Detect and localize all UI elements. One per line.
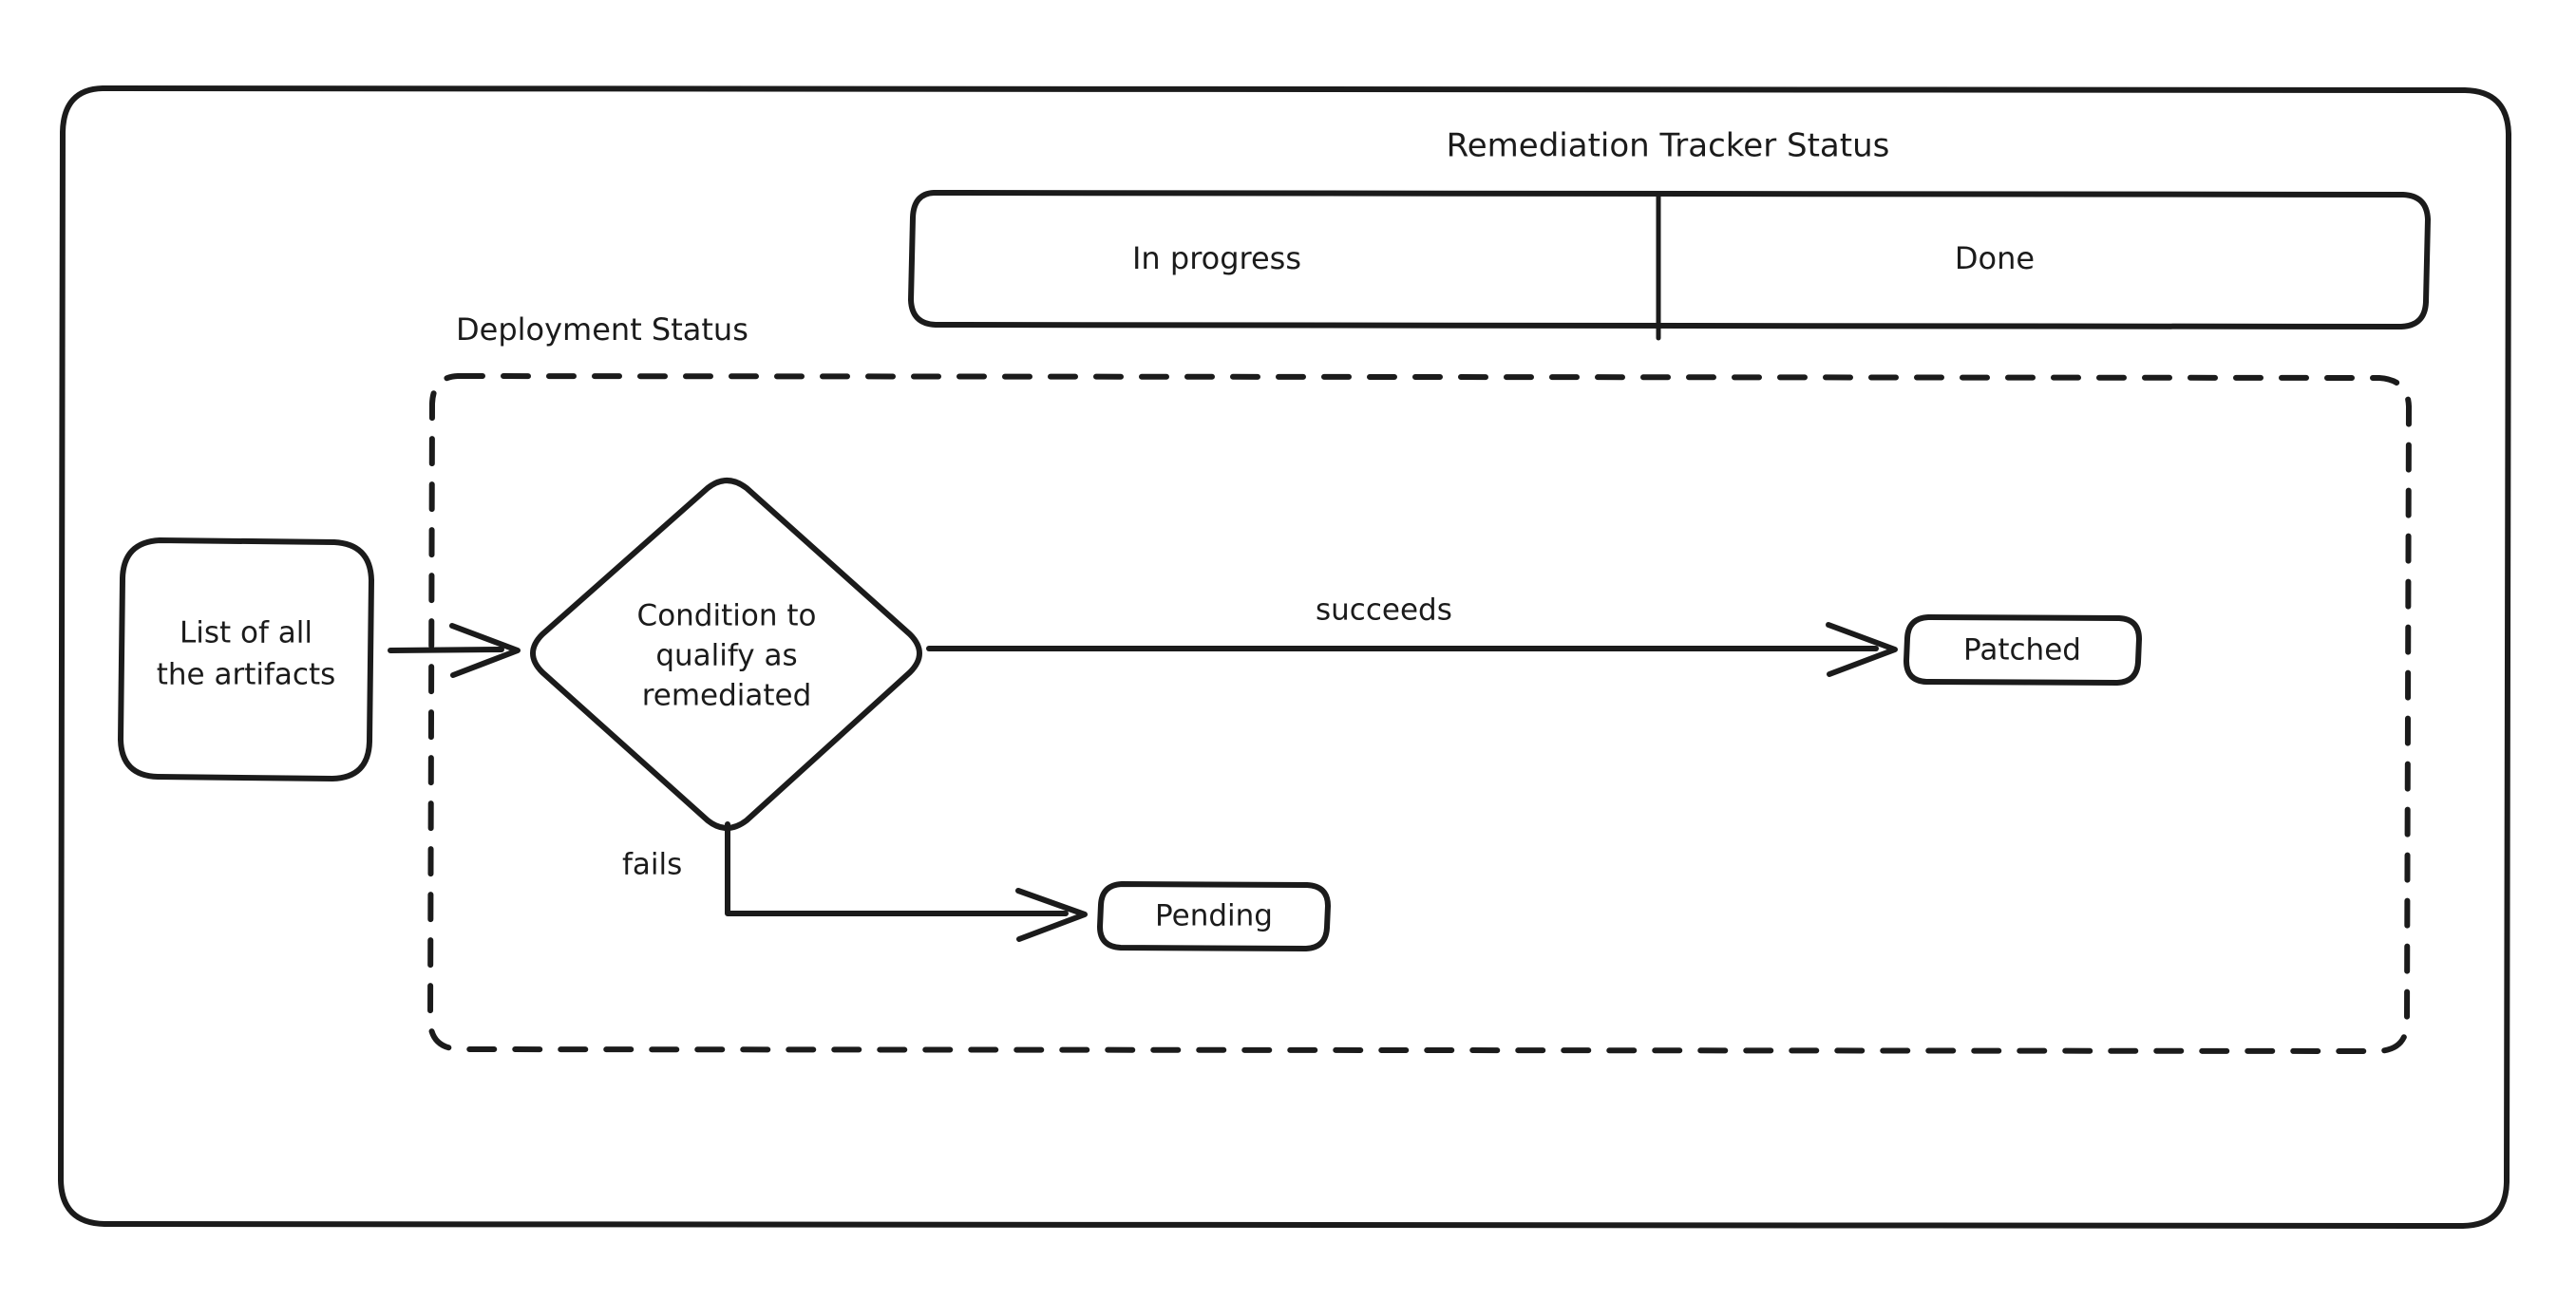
outer-frame bbox=[58, 85, 2511, 1229]
node-condition[interactable]: Condition to qualify as remediated bbox=[530, 478, 922, 831]
swimlane-lane-in-progress[interactable]: In progress bbox=[1132, 240, 1301, 276]
node-label-line: List of all bbox=[180, 616, 313, 650]
edge-label-succeeds: succeeds bbox=[1316, 593, 1452, 628]
node-label-line: Condition to bbox=[637, 599, 817, 633]
node-patched[interactable]: Patched bbox=[1904, 614, 2142, 686]
edge-label-fails: fails bbox=[622, 848, 682, 882]
swimlane-title: Remediation Tracker Status bbox=[1447, 127, 1890, 165]
swimlane-lane-done[interactable]: Done bbox=[1955, 240, 2035, 276]
swimlane-lane-label: Done bbox=[1955, 240, 2035, 276]
edge-condition-to-patched: succeeds bbox=[926, 593, 1898, 677]
node-label-line: remediated bbox=[642, 679, 812, 713]
node-artifacts[interactable]: List of all the artifacts bbox=[118, 537, 374, 781]
node-label-line: the artifacts bbox=[157, 658, 336, 692]
edge-condition-to-pending: fails bbox=[622, 821, 1088, 942]
group-label-deployment-status: Deployment Status bbox=[456, 311, 748, 348]
swimlane-bar bbox=[908, 190, 2431, 341]
node-pending[interactable]: Pending bbox=[1097, 881, 1331, 951]
edge-artifacts-to-condition bbox=[388, 623, 521, 678]
node-label-line: qualify as bbox=[655, 639, 797, 673]
group-boundary-deployment-status bbox=[427, 373, 2412, 1054]
swimlane-lane-label: In progress bbox=[1132, 240, 1301, 276]
node-label: Patched bbox=[1963, 633, 2081, 668]
node-label: Pending bbox=[1155, 899, 1273, 933]
